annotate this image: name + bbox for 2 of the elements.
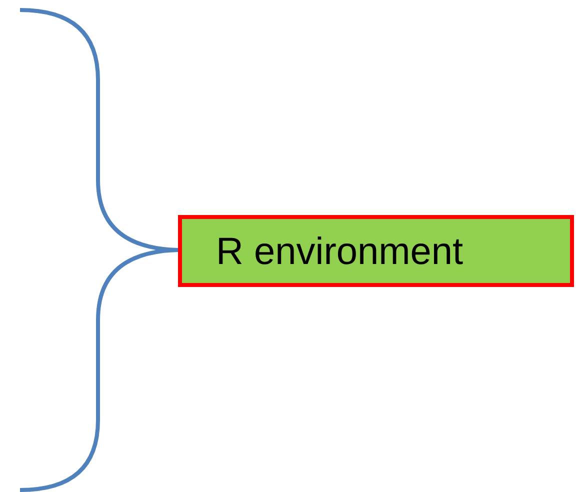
box-label: R environment	[216, 231, 464, 274]
label-box	[178, 215, 574, 287]
